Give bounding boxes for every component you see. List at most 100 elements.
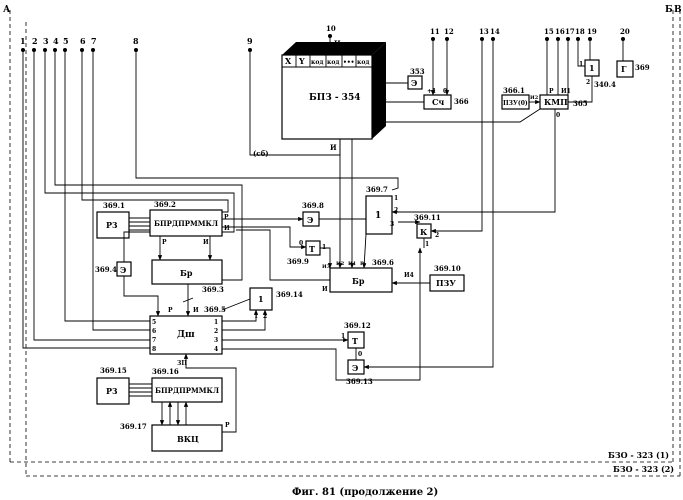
k-369-11-pin-2: 2 xyxy=(435,232,439,239)
e-369-8-block: Э 369.8 xyxy=(302,201,324,226)
br-369-6-label: Бр xyxy=(352,276,365,286)
bpz-cell-x: X xyxy=(285,56,292,66)
dsh-out-1: 1 xyxy=(214,319,218,326)
br-369-6-block: Бр 369.6 И3 И2 И1 Р И И4 xyxy=(322,258,414,293)
e-369-13-block: Э 369.13 xyxy=(346,360,373,386)
bpz-title: БПЗ - 354 xyxy=(309,93,360,103)
or-340-4-pin-1: 1 xyxy=(579,61,583,68)
g-369-label: Г xyxy=(621,64,627,74)
t-369-12-num: 369.12 xyxy=(344,321,371,330)
pzu-369-10-label: ПЗУ xyxy=(436,278,456,288)
pin-4: 4 xyxy=(53,36,59,46)
br-369-3-pin-i: И xyxy=(203,239,209,246)
or-340-4-num: 340.4 xyxy=(594,80,616,89)
kmp-num: 365 xyxy=(573,99,588,108)
e-369-13-num: 369.13 xyxy=(346,377,373,386)
r3-369-15-block: Р3 369.15 xyxy=(97,366,129,404)
pin-2: 2 xyxy=(32,36,38,46)
vkc-num: 369.17 xyxy=(120,422,147,431)
pin-16: 16 xyxy=(555,27,565,36)
dsh-in-5: 5 xyxy=(152,319,156,326)
or-369-14-num: 369.14 xyxy=(276,290,303,299)
pin-9: 9 xyxy=(247,36,253,46)
t-369-12-pin-1: 1 xyxy=(341,333,345,340)
e-369-13-label: Э xyxy=(352,363,358,373)
pin-15: 15 xyxy=(544,27,554,36)
k-369-11-pin-1: 1 xyxy=(425,241,429,248)
bpz-side-3: 3 xyxy=(378,70,384,80)
pzu0-io: И2 xyxy=(530,95,539,101)
pzu-369-10-num: 369.10 xyxy=(434,264,461,273)
sch-pin-plus1: +1 xyxy=(427,88,436,95)
dsh-in-7: 7 xyxy=(152,337,156,344)
pin-14: 14 xyxy=(490,27,500,36)
bpz-cell-kod-3: код xyxy=(357,59,369,66)
pzu0-label: ПЗУ(0) xyxy=(503,100,528,107)
bzo-2-label: БЗО - 323 (2) xyxy=(613,464,674,474)
br-369-6-num: 369.6 xyxy=(372,258,394,267)
e-369-8-num: 369.8 xyxy=(302,201,324,210)
or-369-7-num: 369.7 xyxy=(366,185,388,194)
pin-18: 18 xyxy=(575,27,585,36)
dsh-in-8: 8 xyxy=(152,346,156,353)
br-369-6-pin-r: Р xyxy=(360,261,364,267)
dsh-out-4: 4 xyxy=(214,346,218,353)
kmp-pin-i1: И1 xyxy=(561,88,571,95)
k-369-11-num: 369.11 xyxy=(414,213,441,222)
sch-label: Сч xyxy=(432,97,444,107)
br-369-6-pin-i3: И3 xyxy=(322,264,331,270)
e-369-8-label: Э xyxy=(307,215,313,225)
corner-label-v: В xyxy=(674,5,682,15)
r3-bot-label: Р3 xyxy=(106,386,118,396)
dsh-out-2: 2 xyxy=(214,328,218,335)
r3-bot-num: 369.15 xyxy=(100,366,127,375)
t-369-9-label: Т xyxy=(309,244,315,254)
e-369-4-num: 369.4 xyxy=(95,265,117,274)
bzo-1-label: БЗО - 323 (1) xyxy=(608,450,669,460)
t-369-12-pin-0: 0 xyxy=(358,351,362,358)
or-369-7-pin-2: 2 xyxy=(394,207,398,214)
g-369-block: Г 369 xyxy=(617,61,650,77)
dsh-label: Дш xyxy=(177,330,195,340)
kmp-pin-r: Р xyxy=(549,88,554,95)
or-340-4-label: 1 xyxy=(589,63,595,73)
bpz-cell-kod-2: код xyxy=(327,59,339,66)
br-369-3-num: 369.3 xyxy=(202,285,224,294)
bpz-out-label: И xyxy=(330,143,337,152)
t-369-9-pin-1: 1 xyxy=(322,244,326,251)
br-369-6-pin-i4: И4 xyxy=(404,272,414,279)
pin-7: 7 xyxy=(91,36,97,46)
dsh-pin-i: И xyxy=(193,307,199,314)
e-369-4-label: Э xyxy=(120,265,126,275)
br-369-3-pin-r: Р xyxy=(162,239,167,246)
sb-label: (сб) xyxy=(253,149,269,158)
corner-label-a: А xyxy=(3,5,11,15)
or-369-14-label: 1 xyxy=(258,294,264,304)
vkc-pin-r: Р xyxy=(225,422,230,429)
or-369-14-block: 1 369.14 1 2 xyxy=(250,288,303,320)
pin-11: 11 xyxy=(430,27,440,36)
t-369-9-block: Т 369.9 0 1 xyxy=(287,240,326,266)
bpz-cell-dots: ••• xyxy=(343,59,355,66)
dsh-pin-p: Р xyxy=(168,307,173,314)
sch-366-block: Сч 366 +1 0 xyxy=(424,88,469,109)
bpz-in-label: И xyxy=(334,39,341,48)
or-340-4-pin-2: 2 xyxy=(586,79,590,86)
e-353-label: Э xyxy=(411,78,417,88)
bpz-side-a: А xyxy=(380,92,387,102)
pin-6: 6 xyxy=(80,36,86,46)
pzu-369-10-block: ПЗУ 369.10 xyxy=(430,264,464,291)
pin-12: 12 xyxy=(444,27,454,36)
r3-top-label: Р3 xyxy=(106,220,118,230)
bpz-cell-kod-1: код xyxy=(311,59,323,66)
e-353-num: 353 xyxy=(410,67,425,76)
bprd-top-pin-r: Р xyxy=(224,214,229,221)
pin-17: 17 xyxy=(565,27,575,36)
k-369-11-label: К xyxy=(420,227,428,237)
or-369-7-block: 1 369.7 1 2 3 xyxy=(366,185,398,234)
pzu0-block: ПЗУ(0) 366.1 И2 xyxy=(502,86,539,109)
or-369-7-pin-3: 3 xyxy=(390,221,394,228)
bpz-354-block: X Y код код ••• код БПЗ - 354 И И 3 А С xyxy=(282,39,387,152)
bprd-top-pin-i: И xyxy=(224,225,230,232)
